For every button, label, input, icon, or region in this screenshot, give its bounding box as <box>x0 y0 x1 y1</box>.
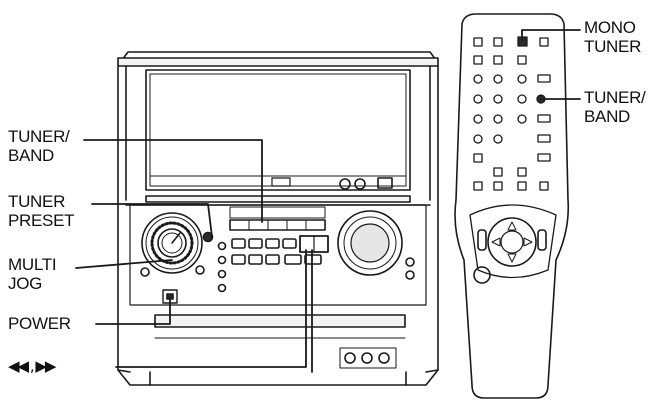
label-tuner-preset-line1: TUNER <box>8 192 66 211</box>
label-multi-jog-line1: MULTI <box>8 255 57 274</box>
remote-control <box>454 13 570 399</box>
label-tuner-band-left-line1: TUNER/ <box>8 127 70 146</box>
stereo-unit <box>117 51 439 386</box>
label-tuner-preset-line2: PRESET <box>8 211 75 230</box>
label-tuner-band-left-line2: BAND <box>8 146 55 165</box>
label-tuner-preset: TUNER PRESET <box>8 192 75 230</box>
label-multi-jog: MULTI JOG <box>8 255 57 293</box>
label-mono-tuner-line2: TUNER <box>584 37 642 56</box>
label-tuner-band-right: TUNER/ BAND <box>584 88 646 126</box>
callout-lines <box>75 29 581 373</box>
label-skip-buttons: ◀◀ , ▶▶ <box>8 357 56 375</box>
label-tuner-band-right-line1: TUNER/ <box>584 88 646 107</box>
label-tuner-band-right-line2: BAND <box>584 107 631 126</box>
label-multi-jog-line2: JOG <box>8 274 43 293</box>
label-mono-tuner: MONO TUNER <box>584 18 641 56</box>
label-tuner-band-left: TUNER/ BAND <box>8 127 70 165</box>
label-mono-tuner-line1: MONO <box>584 18 636 37</box>
label-power: POWER <box>8 314 71 333</box>
